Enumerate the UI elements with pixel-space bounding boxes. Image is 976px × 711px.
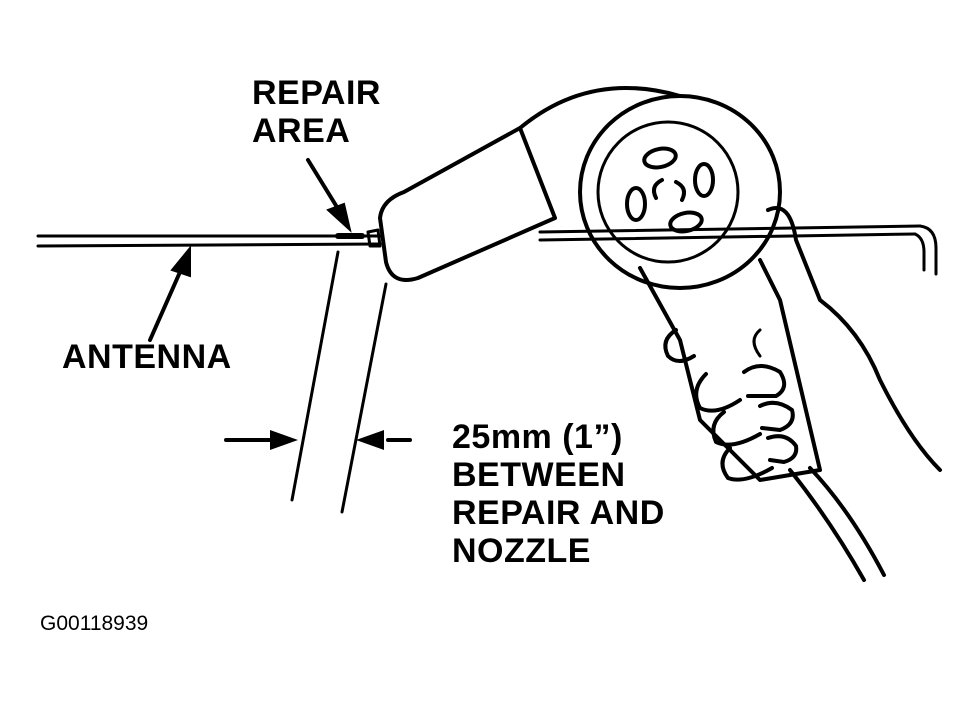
hand-icon — [694, 206, 942, 482]
heat-gun-icon — [366, 86, 886, 582]
distance-note-line-4: NOZZLE — [452, 532, 591, 570]
figure-id: G00118939 — [40, 612, 149, 635]
distance-note-line-2: BETWEEN — [452, 456, 626, 494]
antenna-wire — [36, 224, 938, 276]
dimension-arrows — [224, 430, 412, 450]
repair-area-label: REPAIR AREA — [252, 74, 381, 150]
distance-note-label: 25mm (1”) BETWEEN REPAIR AND NOZZLE — [452, 418, 665, 570]
antenna-label: ANTENNA — [62, 338, 232, 376]
antenna-arrow — [148, 245, 191, 342]
repair-area-arrow — [306, 158, 352, 233]
repair-area-label-line-2: AREA — [252, 112, 351, 150]
distance-guide-lines — [290, 250, 388, 514]
distance-note-line-1: 25mm (1”) — [452, 418, 623, 456]
repair-area-label-line-1: REPAIR — [252, 74, 381, 112]
distance-note-line-3: REPAIR AND — [452, 494, 665, 532]
